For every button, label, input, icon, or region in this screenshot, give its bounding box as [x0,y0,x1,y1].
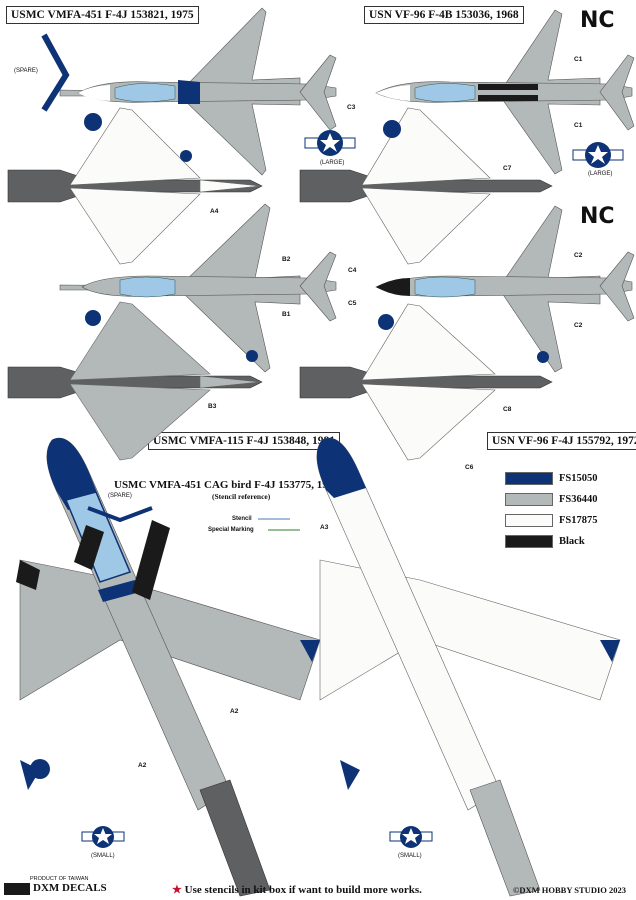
spare-label-mid: (SPARE) [108,493,132,499]
callout-c7: C7 [503,165,512,172]
callout-b3: B3 [208,403,217,410]
legend-swatch-fs17875 [505,513,553,527]
legend-swatch-fs36440 [505,492,553,506]
stencil-legend-label: Stencil [232,516,252,522]
callout-b1: B1 [282,311,291,318]
small-label-left: (SMALL) [91,853,115,859]
callout-c3: C3 [347,104,356,111]
legend-row-fs17875: FS17875 [505,513,630,527]
callout-c2-bottom: C2 [574,322,583,329]
legend-label-fs17875: FS17875 [559,514,598,526]
stencil-reference-label: (Stencil reference) [212,492,271,501]
callout-c2-top: C2 [574,252,583,259]
legend-row-fs36440: FS36440 [505,492,630,506]
legend-label-fs15050: FS15050 [559,472,598,484]
callout-c1-top: C1 [574,56,583,63]
callout-c4: C4 [348,267,357,274]
title-vmfa451-153821: USMC VMFA-451 F-4J 153821, 1975 [6,6,199,24]
legend-label-black: Black [559,535,585,547]
large-label-left: (LARGE) [320,160,345,166]
callout-a2-upper: A2 [230,708,239,715]
spare-label-top: (SPARE) [14,68,38,74]
product-of-label: PRODUCT OF TAIWAN [30,876,89,882]
red-star-icon: ★ [172,884,182,896]
title-vmfa115-153848: USMC VMFA-115 F-4J 153848, 1981 [148,432,340,450]
nc-tail-code-mid: NC [580,204,615,229]
large-label-right: (LARGE) [588,171,613,177]
callout-b2: B2 [282,256,291,263]
callout-c6: C6 [465,464,474,471]
callout-a2-lower: A2 [138,762,147,769]
legend-row-black: Black [505,534,630,548]
callout-c5: C5 [348,300,357,307]
dxm-logo [4,883,30,895]
title-vmfa451-cag: USMC VMFA-451 CAG bird F-4J 153775, 1976 [110,477,343,493]
callout-a3: A3 [320,524,329,531]
callout-c8: C8 [503,406,512,413]
special-marking-legend-label: Special Marking [208,527,254,533]
footer-note-text: Use stencils in kit box if want to build… [184,884,422,896]
small-label-right: (SMALL) [398,853,422,859]
brand-name: DXM DECALS [33,882,107,894]
copyright: ©DXM HOBBY STUDIO 2023 [513,885,627,895]
legend-swatch-fs15050 [505,471,553,485]
legend-row-fs15050: FS15050 [505,471,630,485]
legend-label-fs36440: FS36440 [559,493,598,505]
footer-note: ★ Use stencils in kit box if want to bui… [172,883,422,896]
nc-tail-code-top: NC [580,8,615,33]
callout-c1-bottom: C1 [574,122,583,129]
legend-swatch-black [505,534,553,548]
title-vf96-155792: USN VF-96 F-4J 155792, 1972 [487,432,636,450]
title-vf96-153036: USN VF-96 F-4B 153036, 1968 [364,6,524,24]
callout-a4: A4 [210,208,219,215]
